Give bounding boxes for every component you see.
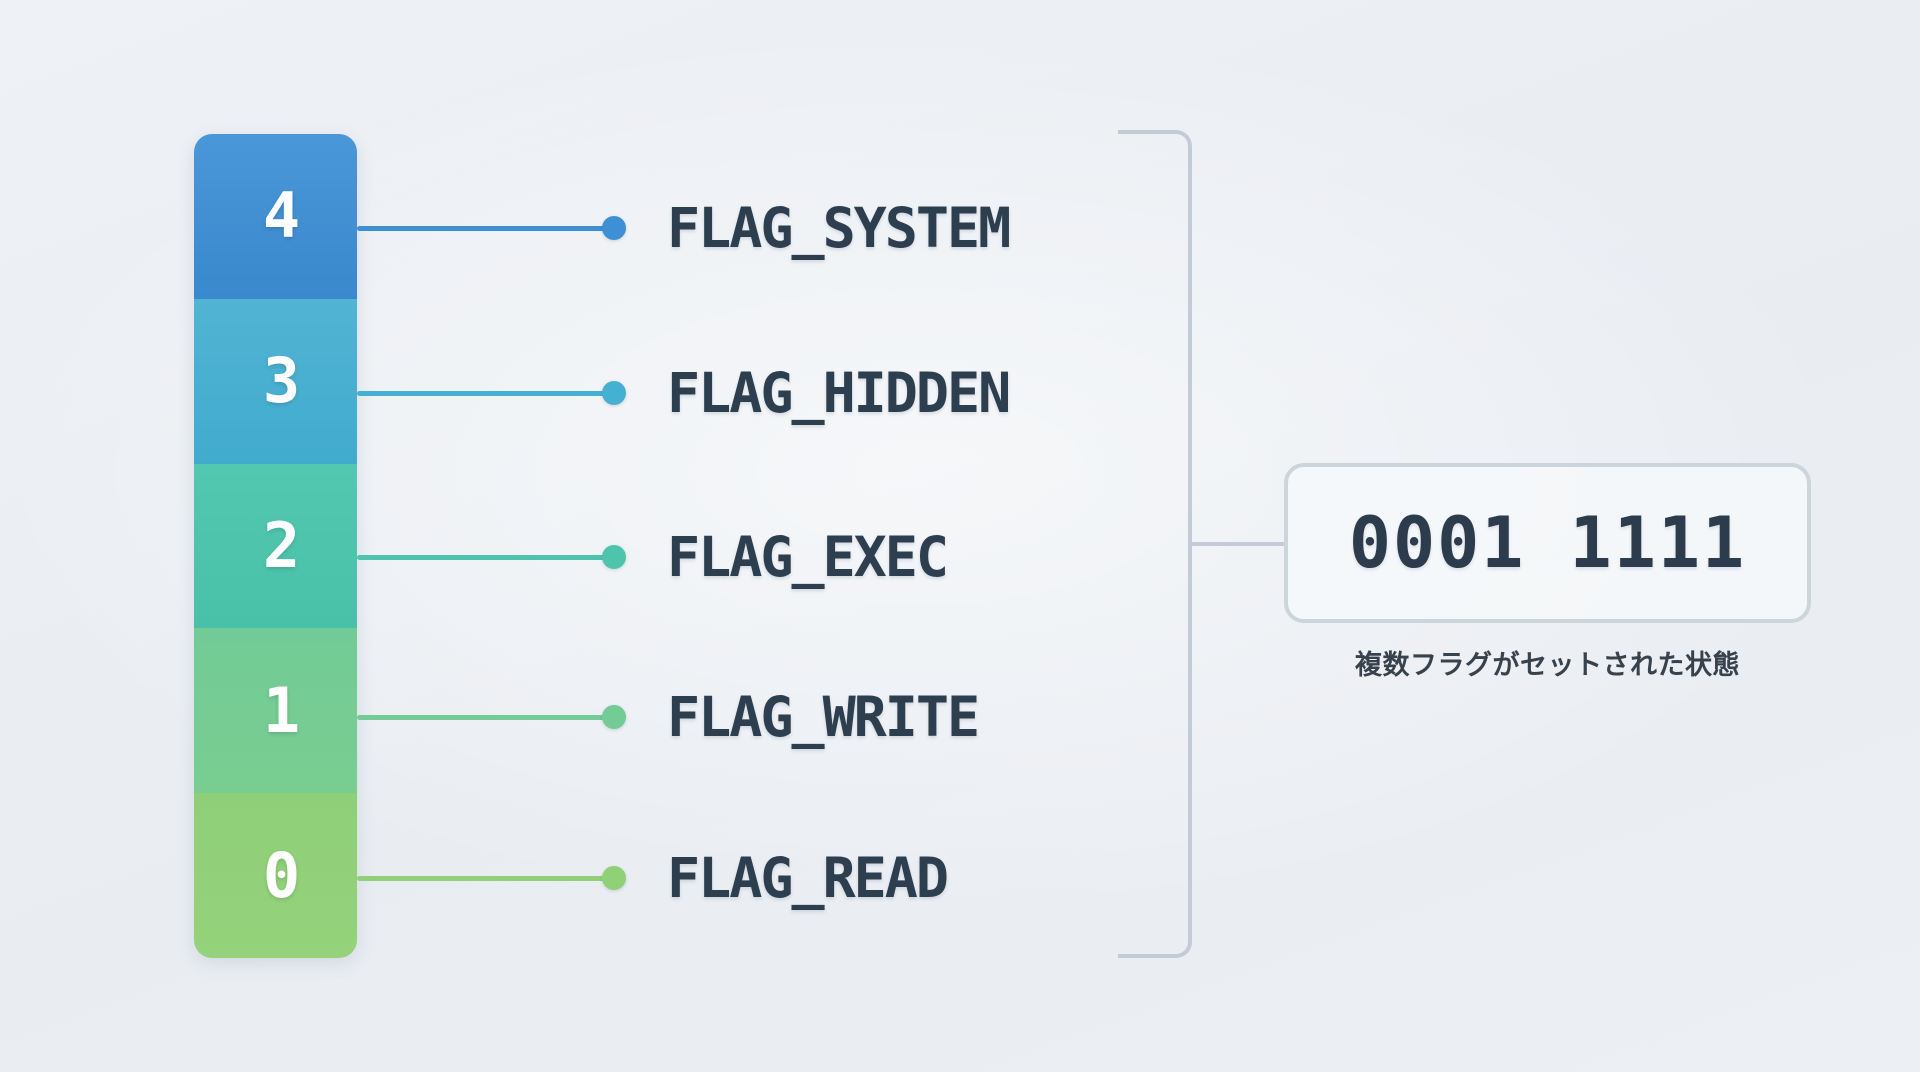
binary-value-box: 0001 1111 xyxy=(1284,463,1811,623)
flag-label-exec: FLAG_EXEC xyxy=(667,524,949,589)
bit-number-1: 1 xyxy=(262,673,301,747)
bit-cell-3[interactable]: 3 xyxy=(194,298,357,464)
grouping-bracket xyxy=(1118,130,1192,958)
flag-label-write: FLAG_WRITE xyxy=(667,684,980,749)
connector-dot-read xyxy=(602,866,626,890)
bit-number-3: 3 xyxy=(262,344,301,418)
flag-label-hidden: FLAG_HIDDEN xyxy=(667,360,1011,425)
connector-line-hidden xyxy=(357,390,609,396)
connector-line-read xyxy=(357,875,609,881)
connector-dot-system xyxy=(602,216,626,240)
connector-dot-hidden xyxy=(602,381,626,405)
connector-line-system xyxy=(357,225,609,231)
connector-line-write xyxy=(357,714,609,720)
bit-number-0: 0 xyxy=(262,838,301,912)
bit-cell-2[interactable]: 2 xyxy=(194,463,357,629)
bit-flag-column: 4 3 2 1 0 xyxy=(194,134,357,958)
flag-label-system: FLAG_SYSTEM xyxy=(667,195,1011,260)
connector-dot-exec xyxy=(602,545,626,569)
bit-cell-1[interactable]: 1 xyxy=(194,628,357,794)
bit-number-2: 2 xyxy=(262,508,301,582)
bit-number-4: 4 xyxy=(262,179,301,253)
connector-line-exec xyxy=(357,554,609,560)
binary-caption: 複数フラグがセットされた状態 xyxy=(1355,650,1740,681)
binary-value-text: 0001 1111 xyxy=(1348,502,1747,584)
bit-cell-4[interactable]: 4 xyxy=(194,134,357,299)
flag-label-read: FLAG_READ xyxy=(667,845,949,910)
connector-dot-write xyxy=(602,705,626,729)
bit-cell-0[interactable]: 0 xyxy=(194,793,357,958)
bracket-connector-line xyxy=(1190,542,1286,546)
